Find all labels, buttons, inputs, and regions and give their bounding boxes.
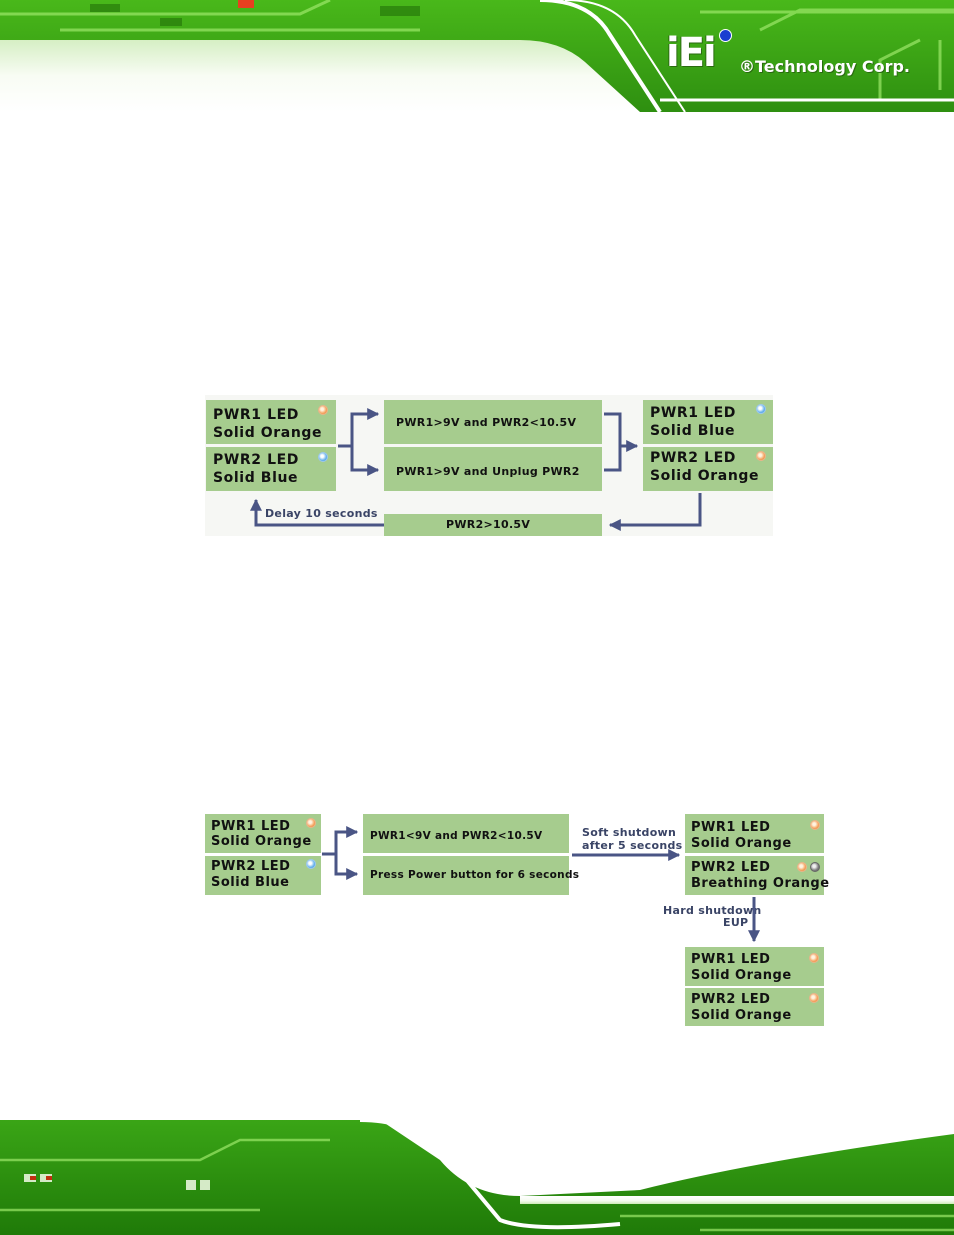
d2-hard-target-pwr1-title: PWR1 LED	[691, 952, 771, 967]
d1-target-pwr2-title: PWR2 LED	[650, 450, 737, 466]
d2-soft-target-pwr1-title: PWR1 LED	[691, 820, 771, 835]
d2-soft-target-pwr2-state: Breathing Orange	[691, 876, 830, 891]
led-blue-icon	[756, 404, 766, 414]
d2-fork-arrow	[322, 826, 359, 856]
header-banner	[0, 0, 954, 112]
d1-source-pwr1-title: PWR1 LED	[213, 407, 300, 423]
d2-soft-target-pwr1-box: PWR1 LED Solid Orange	[685, 814, 824, 853]
led-orange-icon	[756, 451, 766, 461]
d1-return-note: Delay 10 seconds	[265, 507, 378, 520]
d2-soft-note-line2: after 5 seconds	[582, 839, 683, 852]
d1-target-pwr2-box: PWR2 LED Solid Orange	[643, 447, 773, 491]
d2-source-pwr1-title: PWR1 LED	[211, 819, 291, 834]
d2-hard-target-pwr2-box: PWR2 LED Solid Orange	[685, 988, 824, 1026]
d2-condition-2: Press Power button for 6 seconds	[370, 869, 580, 881]
d2-fork-arrow-lower	[334, 854, 359, 880]
d1-target-pwr1-title: PWR1 LED	[650, 405, 737, 421]
footer-banner	[0, 1120, 954, 1235]
led-off-icon	[810, 862, 820, 872]
d2-hard-target-pwr1-state: Solid Orange	[691, 968, 792, 983]
d1-condition-1-box: PWR1>9V and PWR2<10.5V	[384, 400, 602, 444]
led-orange-icon	[306, 818, 316, 828]
d1-source-pwr2-state: Solid Blue	[213, 470, 299, 486]
led-orange-icon	[809, 953, 819, 963]
led-orange-icon	[809, 993, 819, 1003]
d2-hard-target-pwr2-state: Solid Orange	[691, 1008, 792, 1023]
led-orange-icon	[797, 862, 807, 872]
d2-source-pwr2-box: PWR2 LED Solid Blue	[205, 856, 321, 895]
d2-condition-2-box: Press Power button for 6 seconds	[363, 856, 579, 895]
d2-soft-target-pwr2-title: PWR2 LED	[691, 860, 771, 875]
d2-hard-note-line1: Hard shutdown	[663, 904, 762, 917]
d1-condition-2-box: PWR1>9V and Unplug PWR2	[384, 447, 602, 491]
d2-condition-1-box: PWR1<9V and PWR2<10.5V	[363, 814, 569, 853]
d1-source-pwr2-title: PWR2 LED	[213, 452, 300, 468]
d2-source-pwr2-title: PWR2 LED	[211, 859, 291, 874]
d1-target-pwr1-box: PWR1 LED Solid Blue	[643, 400, 773, 444]
d2-soft-target-pwr2-box: PWR2 LED Breathing Orange	[685, 856, 829, 895]
logo-dot-icon	[719, 29, 732, 42]
iei-logo: iEi ®Technology Corp.	[666, 26, 926, 86]
led-blue-icon	[318, 452, 328, 462]
d2-soft-target-pwr1-state: Solid Orange	[691, 836, 792, 851]
d2-hard-note-line2: EUP	[723, 916, 749, 929]
led-blue-icon	[306, 859, 316, 869]
d2-source-pwr2-state: Solid Blue	[211, 875, 290, 890]
d1-source-pwr1-state: Solid Orange	[213, 425, 323, 441]
d2-soft-note-line1: Soft shutdown	[582, 826, 677, 839]
led-orange-icon	[810, 820, 820, 830]
d1-target-pwr2-state: Solid Orange	[650, 468, 760, 484]
d1-condition-2: PWR1>9V and Unplug PWR2	[396, 465, 580, 478]
d2-source-pwr1-box: PWR1 LED Solid Orange	[205, 814, 321, 853]
d1-return-condition-box: PWR2>10.5V	[384, 514, 602, 536]
d2-source-pwr1-state: Solid Orange	[211, 834, 312, 849]
d1-source-pwr2-box: PWR2 LED Solid Blue	[206, 447, 336, 491]
d1-target-pwr1-state: Solid Blue	[650, 423, 736, 439]
d1-return-condition: PWR2>10.5V	[446, 518, 531, 531]
d1-condition-1: PWR1>9V and PWR2<10.5V	[396, 416, 577, 429]
d2-hard-target-pwr1-box: PWR1 LED Solid Orange	[685, 947, 824, 986]
d2-hard-target-pwr2-title: PWR2 LED	[691, 992, 771, 1007]
d2-condition-1: PWR1<9V and PWR2<10.5V	[370, 830, 543, 842]
logo-mark: iEi	[666, 30, 717, 76]
d1-source-pwr1-box: PWR1 LED Solid Orange	[206, 400, 336, 444]
company-name: ®Technology Corp.	[739, 57, 910, 76]
led-orange-icon	[318, 405, 328, 415]
